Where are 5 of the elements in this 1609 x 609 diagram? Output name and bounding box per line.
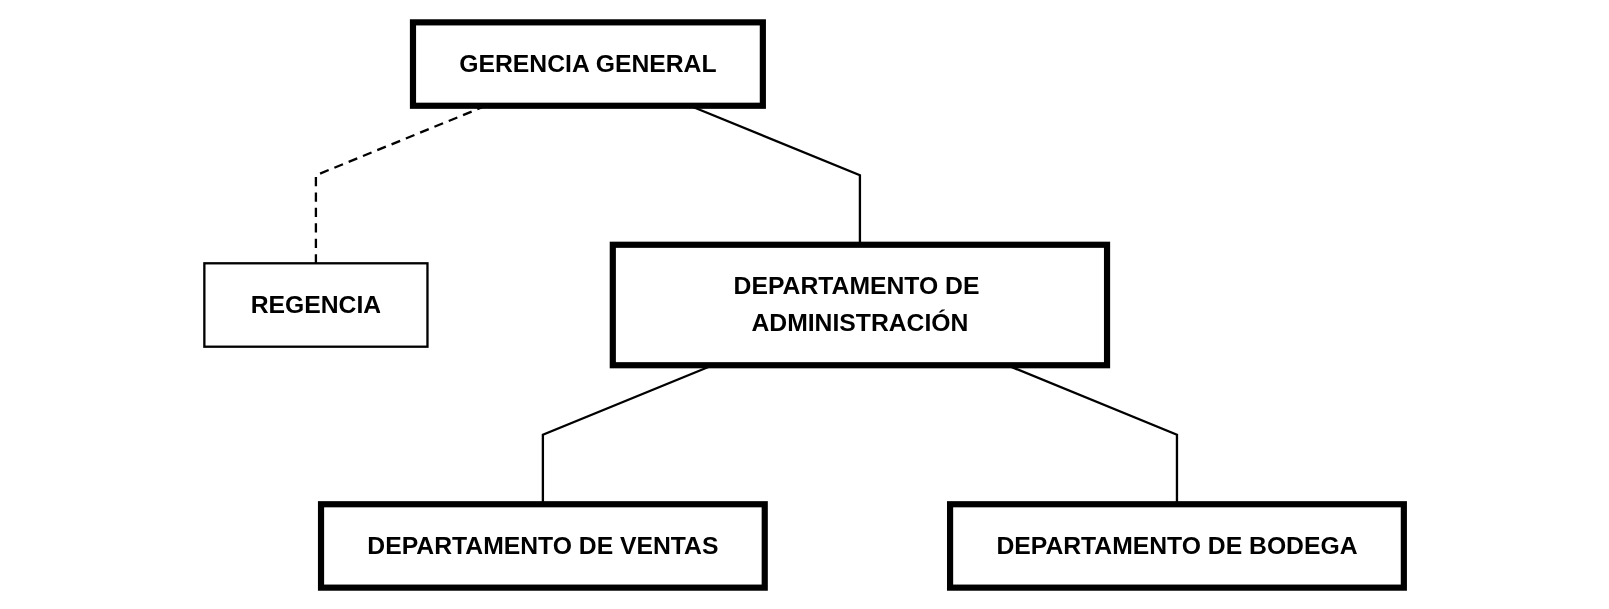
node-box: REGENCIA [203, 261, 429, 348]
node-box: GERENCIA GENERAL [410, 18, 767, 109]
node-box: DEPARTAMENTO DE VENTAS [318, 500, 769, 591]
node-box: DEPARTAMENTO DE BODEGA [947, 500, 1408, 591]
node-box: DEPARTAMENTO DE ADMINISTRACIÓN [610, 241, 1111, 368]
